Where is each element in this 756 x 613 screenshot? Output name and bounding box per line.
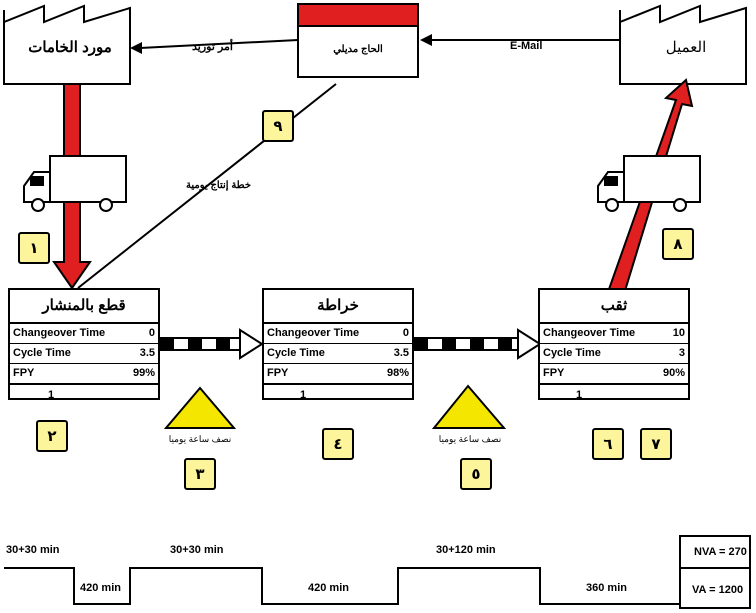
process-box-turning: خراطة Changeover Time 0 Cycle Time 3.5 FPY…: [262, 288, 414, 401]
label-daily-plan: خطة إنتاج يومية: [186, 180, 252, 191]
va-total: VA = 1200: [692, 584, 744, 596]
changeover-label: Changeover Time: [543, 327, 636, 339]
fpy-value: 99%: [132, 367, 155, 379]
production-control-box: [297, 3, 419, 78]
operator-count: 1: [48, 389, 55, 401]
timeline-nva-3: 30+120 min: [436, 544, 496, 556]
label-supplier-order: أمر توريد: [192, 41, 233, 53]
timeline-summary-box: [679, 535, 751, 609]
process-box-drilling: ثقب Changeover Time 10 Cycle Time 3 FPY 90%…: [538, 288, 690, 401]
sticky-note-6: ٦: [592, 428, 624, 460]
inventory-label-1: نصف ساعة يوميا: [168, 434, 232, 444]
cycle-row: Cycle Time 3.5: [10, 344, 158, 364]
changeover-row: Changeover Time 10: [540, 324, 688, 344]
fpy-value: 90%: [662, 367, 685, 379]
timeline-nva-1: 30+30 min: [6, 544, 60, 556]
push-arrow-2: [413, 328, 542, 360]
label-email: E-Mail: [510, 40, 543, 52]
cycle-row: Cycle Time 3: [540, 344, 688, 364]
fpy-row: FPY 90%: [540, 364, 688, 385]
process-title: خراطة: [264, 290, 412, 324]
sticky-note-2: ٢: [36, 420, 68, 452]
sticky-note-7: ٧: [640, 428, 672, 460]
arrow-customer-to-control: [420, 34, 620, 46]
inventory-label-2: نصف ساعة يوميا: [438, 434, 502, 444]
inventory-triangle-1: [163, 386, 237, 429]
timeline-nva-2: 30+30 min: [170, 544, 224, 556]
timeline-va-3: 360 min: [586, 582, 627, 594]
fpy-value: 98%: [386, 367, 409, 379]
process-title: ثقب: [540, 290, 688, 324]
timeline-ladder: [4, 567, 681, 605]
push-arrow-1: [159, 328, 264, 360]
cycle-value: 3.5: [393, 347, 409, 359]
changeover-row: Changeover Time 0: [264, 324, 412, 344]
fpy-row: FPY 99%: [10, 364, 158, 385]
fpy-label: FPY: [13, 367, 35, 379]
supplier-name: مورد الخامات: [28, 39, 112, 56]
operator-count: 1: [300, 389, 307, 401]
sticky-note-4: ٤: [322, 428, 354, 460]
changeover-row: Changeover Time 0: [10, 324, 158, 344]
truck-icon-supplier: [23, 155, 127, 212]
cycle-row: Cycle Time 3.5: [264, 344, 412, 364]
cycle-label: Cycle Time: [543, 347, 601, 359]
cycle-label: Cycle Time: [13, 347, 71, 359]
timeline-va-2: 420 min: [308, 582, 349, 594]
cycle-value: 3: [678, 347, 685, 359]
changeover-value: 10: [672, 327, 685, 339]
fpy-label: FPY: [543, 367, 565, 379]
cycle-value: 3.5: [139, 347, 155, 359]
truck-icon-customer: [597, 155, 701, 212]
arrow-control-to-supplier: [130, 39, 299, 54]
changeover-value: 0: [148, 327, 155, 339]
cycle-label: Cycle Time: [267, 347, 325, 359]
customer-name: العميل: [665, 39, 707, 56]
changeover-value: 0: [402, 327, 409, 339]
operator-row: 1: [540, 385, 688, 405]
operator-row: 1: [10, 385, 158, 405]
sticky-note-5: ٥: [460, 458, 492, 490]
sticky-note-3: ٣: [184, 458, 216, 490]
process-title: قطع بالمنشار: [10, 290, 158, 324]
sticky-note-1: ١: [18, 232, 50, 264]
fpy-label: FPY: [267, 367, 289, 379]
changeover-label: Changeover Time: [267, 327, 360, 339]
operator-count: 1: [576, 389, 583, 401]
inventory-triangle-2: [431, 384, 507, 429]
sticky-note-9: ٩: [262, 110, 294, 142]
fpy-row: FPY 98%: [264, 364, 412, 385]
production-control-name: الحاج مديلي: [333, 44, 383, 55]
sticky-note-8: ٨: [662, 228, 694, 260]
nva-total: NVA = 270: [694, 546, 747, 558]
process-box-sawing: قطع بالمنشار Changeover Time 0 Cycle Time…: [8, 288, 160, 401]
operator-row: 1: [264, 385, 412, 405]
timeline-va-1: 420 min: [80, 582, 121, 594]
changeover-label: Changeover Time: [13, 327, 106, 339]
